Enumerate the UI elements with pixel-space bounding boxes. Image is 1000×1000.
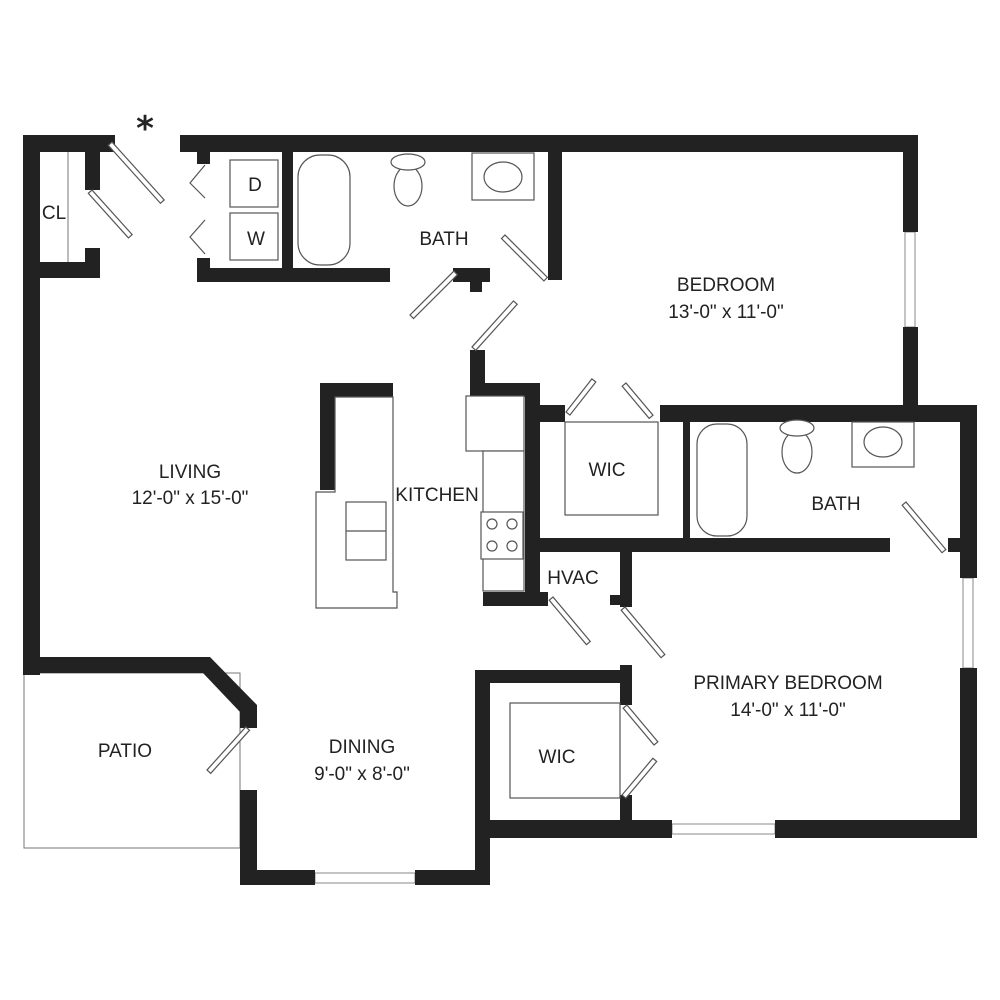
window-primary-bottom	[671, 823, 776, 835]
label-bath1: BATH	[419, 229, 468, 250]
label-hvac: HVAC	[547, 568, 598, 589]
label-bedroom-size: 13'-0" x 11'-0"	[668, 302, 783, 323]
label-living-size: 12'-0" x 15'-0"	[132, 488, 249, 509]
windows	[314, 231, 974, 884]
door-bath1-hall[interactable]	[409, 270, 459, 320]
door-wic2-bottom[interactable]	[621, 757, 658, 800]
refrigerator	[465, 395, 525, 452]
label-wic1: WIC	[589, 460, 626, 481]
door-patio[interactable]	[206, 726, 251, 775]
washer	[229, 212, 279, 261]
label-patio: PATIO	[98, 741, 152, 762]
doors	[87, 141, 947, 800]
wic1-shelf	[564, 421, 659, 516]
labels: * CL D W BATH BEDROOM 13'-0" x 11'-0" LI…	[42, 109, 883, 785]
label-kitchen: KITCHEN	[395, 485, 478, 506]
bathtub-2	[696, 423, 748, 537]
window-bedroom	[904, 231, 916, 328]
label-washer: W	[247, 229, 265, 250]
door-entry[interactable]	[107, 141, 166, 205]
label-bedroom: BEDROOM	[677, 275, 775, 296]
door-wic1-right[interactable]	[621, 382, 654, 420]
entry-marker: *	[136, 109, 154, 149]
toilet-2	[781, 430, 813, 474]
wic2-shelf	[509, 702, 621, 799]
fixtures	[67, 152, 915, 799]
bathtub-1	[297, 154, 351, 266]
toilet-1	[393, 165, 423, 207]
door-dryer-bifold[interactable]	[189, 164, 206, 199]
door-closet[interactable]	[87, 189, 133, 239]
label-bath2: BATH	[811, 494, 860, 515]
door-hvac[interactable]	[548, 596, 592, 646]
window-dining	[314, 872, 416, 884]
door-bath2[interactable]	[901, 501, 947, 554]
door-wic2-top[interactable]	[622, 704, 659, 746]
window-primary-side	[962, 577, 974, 669]
stove	[480, 511, 524, 560]
door-wic1-left[interactable]	[565, 378, 597, 416]
label-dining-size: 9'-0" x 8'-0"	[314, 764, 410, 785]
label-wic2: WIC	[539, 747, 576, 768]
walls	[23, 135, 977, 885]
label-living: LIVING	[159, 462, 221, 483]
dryer	[229, 159, 279, 208]
door-bath1[interactable]	[500, 234, 549, 282]
label-closet: CL	[42, 203, 66, 224]
label-dining: DINING	[329, 737, 396, 758]
label-primary-bedroom: PRIMARY BEDROOM	[693, 673, 882, 694]
label-dryer: D	[248, 175, 262, 196]
door-primary-bedroom[interactable]	[620, 606, 666, 659]
label-primary-bedroom-size: 14'-0" x 11'-0"	[730, 700, 845, 721]
door-washer-bifold[interactable]	[189, 219, 206, 255]
door-bedroom[interactable]	[471, 300, 519, 352]
